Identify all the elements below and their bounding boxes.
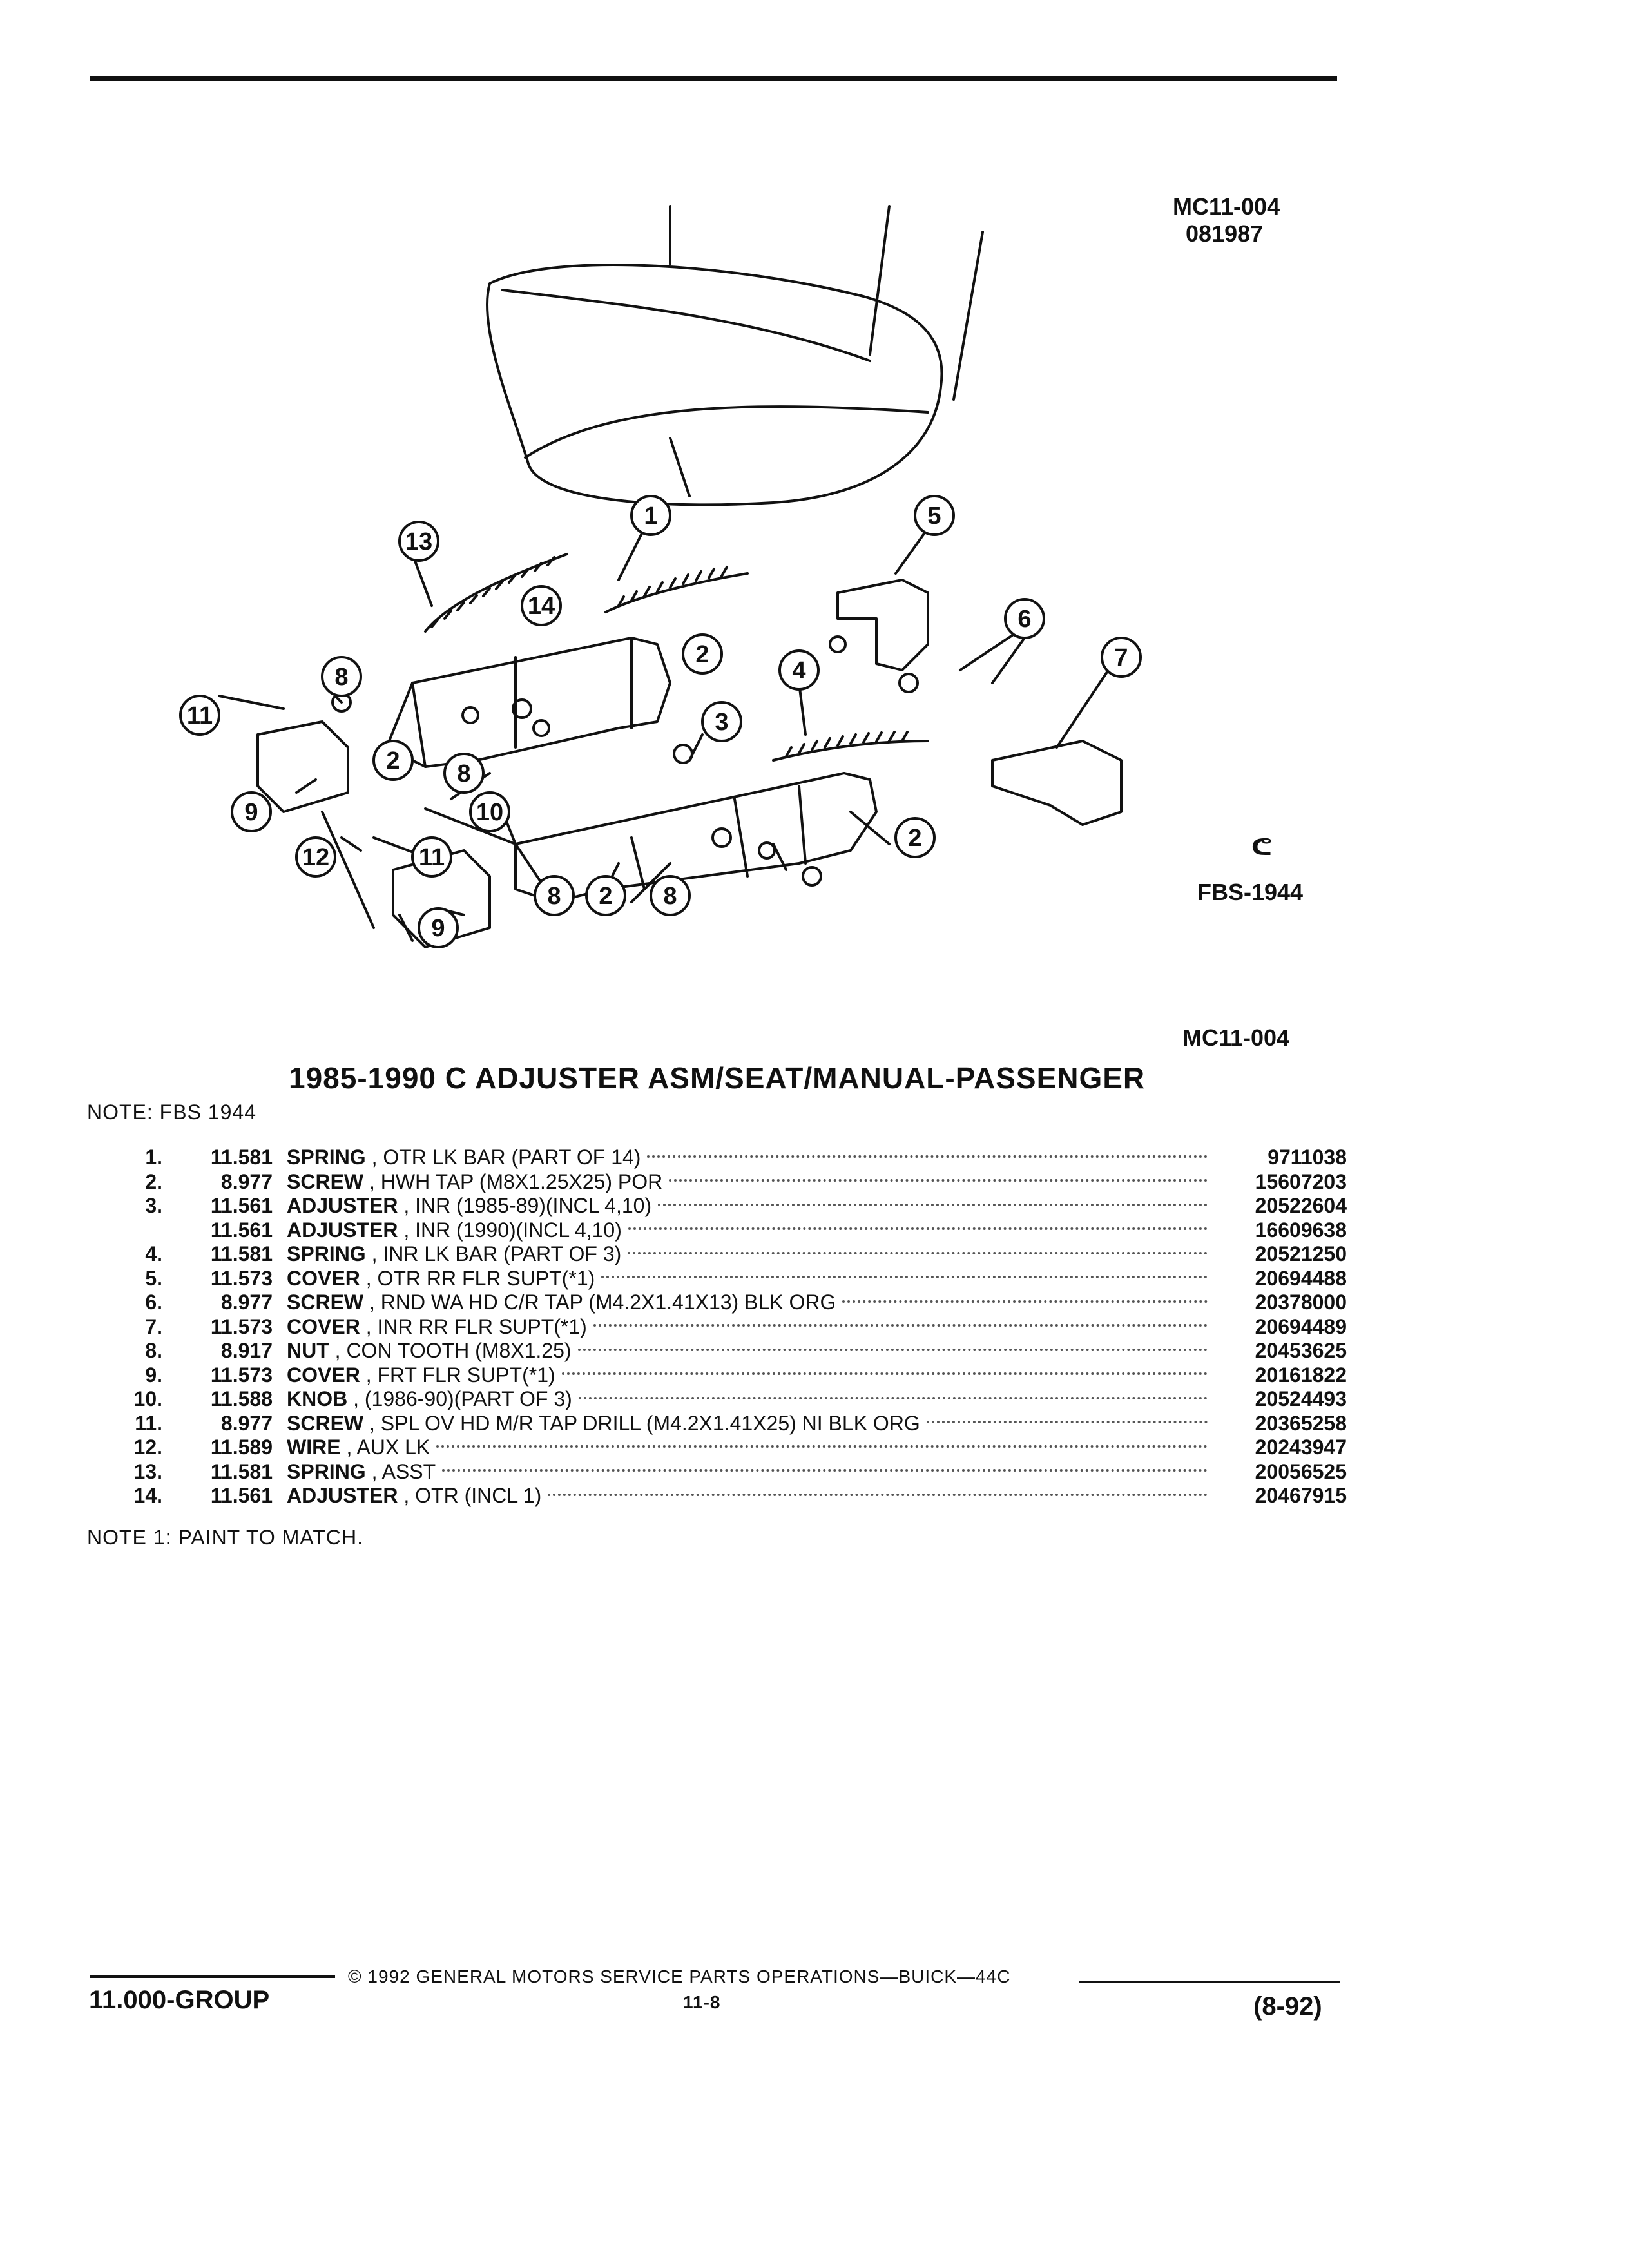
callout-13[interactable]: 13	[398, 521, 439, 562]
callout-8-b[interactable]: 8	[443, 753, 485, 794]
section-title: 1985-1990 C ADJUSTER ASM/SEAT/MANUAL-PAS…	[289, 1061, 1146, 1095]
callout-14[interactable]: 14	[521, 585, 562, 626]
cover-5	[836, 579, 929, 671]
callout-1[interactable]: 1	[630, 495, 671, 536]
svg-text:11: 11	[419, 844, 445, 871]
callout-2-d[interactable]: 2	[585, 875, 626, 916]
callout-9-b[interactable]: 9	[418, 907, 459, 948]
screw-11-a	[218, 695, 285, 710]
wire-12	[321, 811, 375, 929]
footer-group: 11.000-GROUP	[89, 1986, 270, 2014]
footer-page-number: 11-8	[683, 1992, 721, 2012]
seat-adjuster-exploded-diagram: 13 1 14 5 6 7 8 2 4 3 11 2 8 10 9 2 12 1…	[179, 205, 1142, 948]
callout-10[interactable]: 10	[469, 791, 510, 832]
seat-back	[669, 205, 984, 401]
footnote: NOTE 1: PAINT TO MATCH.	[87, 1526, 363, 1549]
callout-11-a[interactable]: 11	[179, 695, 220, 736]
callout-3[interactable]: 3	[701, 701, 742, 742]
seat-cushion	[486, 264, 943, 506]
svg-text:7: 7	[1114, 644, 1128, 671]
spring-1	[604, 572, 749, 613]
svg-text:9: 9	[431, 915, 445, 942]
callout-6[interactable]: 6	[1004, 598, 1045, 639]
svg-text:4: 4	[792, 657, 805, 684]
callout-2-a[interactable]: 2	[682, 633, 723, 675]
svg-text:2: 2	[599, 883, 612, 910]
callout-12[interactable]: 12	[295, 836, 336, 878]
svg-text:10: 10	[476, 799, 503, 826]
section-note: NOTE: FBS 1944	[87, 1100, 256, 1124]
callout-11-b[interactable]: 11	[411, 836, 452, 878]
fbs-mark-icon: ᕪ	[1250, 831, 1273, 879]
seat-cushion-front	[524, 405, 929, 459]
cover-9-front	[256, 720, 349, 813]
callout-9-a[interactable]: 9	[231, 791, 272, 832]
leader-lines	[295, 527, 1110, 942]
callout-8-a[interactable]: 8	[321, 656, 362, 697]
top-rule	[90, 76, 1337, 81]
svg-text:11: 11	[187, 702, 213, 729]
svg-text:8: 8	[663, 883, 677, 910]
spring-4	[772, 740, 929, 762]
illustration-date: 081987	[1186, 220, 1264, 247]
callout-2-c[interactable]: 2	[894, 817, 936, 858]
svg-text:6: 6	[1017, 606, 1031, 633]
svg-text:13: 13	[405, 528, 432, 555]
callout-8-d[interactable]: 8	[650, 875, 691, 916]
illustration-code: MC11-004	[1173, 193, 1280, 220]
svg-text:9: 9	[244, 799, 258, 826]
section-code: MC11-004	[1182, 1024, 1290, 1051]
cover-9-rear	[392, 849, 491, 948]
svg-text:8: 8	[457, 760, 470, 787]
footer-rule-right	[1079, 1981, 1340, 1983]
svg-text:14: 14	[528, 593, 555, 620]
callout-7[interactable]: 7	[1101, 637, 1142, 678]
seat-cushion-top	[501, 289, 871, 362]
fbs-code: FBS-1944	[1197, 879, 1304, 905]
callout-4[interactable]: 4	[778, 649, 820, 691]
svg-text:5: 5	[927, 503, 941, 530]
svg-text:8: 8	[334, 664, 348, 691]
svg-text:2: 2	[695, 641, 709, 668]
svg-text:3: 3	[715, 709, 728, 736]
callout-8-c[interactable]: 8	[534, 875, 575, 916]
footer-revision: (8-92)	[1253, 1992, 1322, 2021]
svg-text:2: 2	[386, 747, 400, 774]
svg-text:8: 8	[547, 883, 561, 910]
svg-text:12: 12	[302, 844, 329, 871]
callout-5[interactable]: 5	[914, 495, 955, 536]
svg-text:2: 2	[908, 825, 921, 852]
callout-2-b[interactable]: 2	[372, 740, 414, 781]
svg-text:1: 1	[644, 503, 657, 530]
cover-7	[991, 740, 1123, 826]
footer-copyright: © 1992 GENERAL MOTORS SERVICE PARTS OPER…	[348, 1966, 1011, 1986]
footer-rule-left	[90, 1975, 335, 1978]
knob-10	[424, 807, 517, 845]
